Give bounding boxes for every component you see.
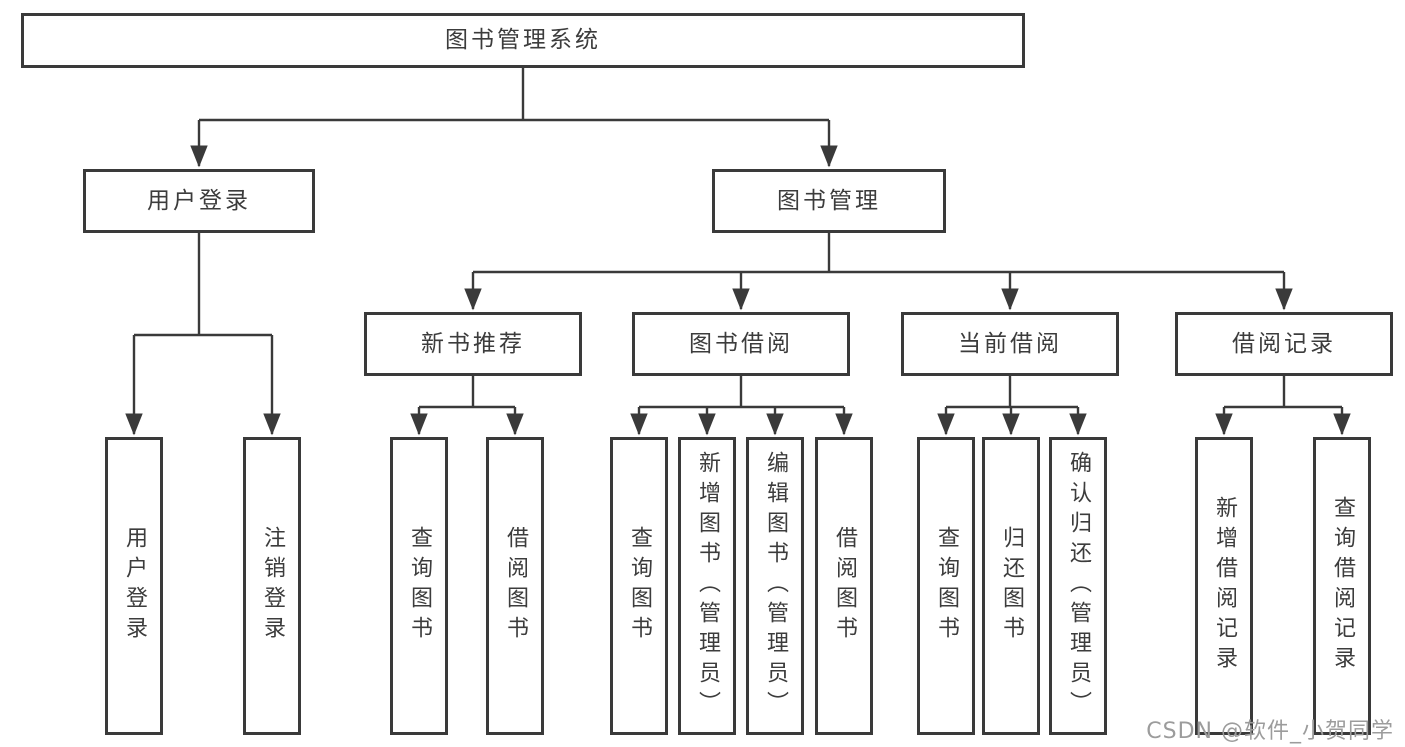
node-label: 查询借阅记录: [1330, 496, 1355, 676]
leaf-query-books-borrow: 查询图书: [610, 437, 668, 735]
leaf-user-login: 用户登录: [105, 437, 163, 735]
leaf-confirm-return-admin: 确认归还（管理员）: [1049, 437, 1107, 735]
leaf-borrow-books: 借阅图书: [815, 437, 873, 735]
leaf-query-borrow-record: 查询借阅记录: [1313, 437, 1371, 735]
node-label: 查询图书: [934, 526, 959, 646]
leaf-add-borrow-record: 新增借阅记录: [1195, 437, 1253, 735]
node-label: 借阅图书: [503, 526, 528, 646]
connector-trunk-lines: [134, 68, 1342, 409]
node-book-borrowing: 图书借阅: [632, 312, 850, 376]
leaf-query-books-current: 查询图书: [917, 437, 975, 735]
node-user-login: 用户登录: [83, 169, 315, 233]
leaf-borrow-books-recommend: 借阅图书: [486, 437, 544, 735]
leaf-add-books-admin: 新增图书（管理员）: [678, 437, 736, 735]
node-label: 确认归还（管理员）: [1066, 451, 1091, 721]
node-current-borrowing: 当前借阅: [901, 312, 1119, 376]
node-book-management: 图书管理: [712, 169, 946, 233]
node-label: 图书管理: [777, 187, 881, 214]
node-new-book-recommendation: 新书推荐: [364, 312, 582, 376]
node-label: 图书借阅: [689, 330, 793, 357]
node-label: 借阅记录: [1232, 330, 1336, 357]
csdn-watermark: CSDN @软件_小贺同学: [1146, 719, 1394, 744]
node-label: 查询图书: [407, 526, 432, 646]
node-label: 编辑图书（管理员）: [763, 451, 788, 721]
node-label: 新增图书（管理员）: [695, 451, 720, 721]
leaf-return-books: 归还图书: [982, 437, 1040, 735]
node-library-management-system: 图书管理系统: [21, 13, 1025, 68]
node-label: 注销登录: [260, 526, 285, 646]
node-label: 新书推荐: [421, 330, 525, 357]
node-label: 图书管理系统: [445, 27, 601, 53]
node-label: 归还图书: [999, 526, 1024, 646]
node-label: 借阅图书: [832, 526, 857, 646]
node-borrowing-records: 借阅记录: [1175, 312, 1393, 376]
leaf-logout: 注销登录: [243, 437, 301, 735]
node-label: 用户登录: [147, 187, 251, 214]
leaf-edit-books-admin: 编辑图书（管理员）: [746, 437, 804, 735]
node-label: 新增借阅记录: [1212, 496, 1237, 676]
leaf-query-books-recommend: 查询图书: [390, 437, 448, 735]
node-label: 用户登录: [122, 526, 147, 646]
node-label: 查询图书: [627, 526, 652, 646]
node-label: 当前借阅: [958, 330, 1062, 357]
